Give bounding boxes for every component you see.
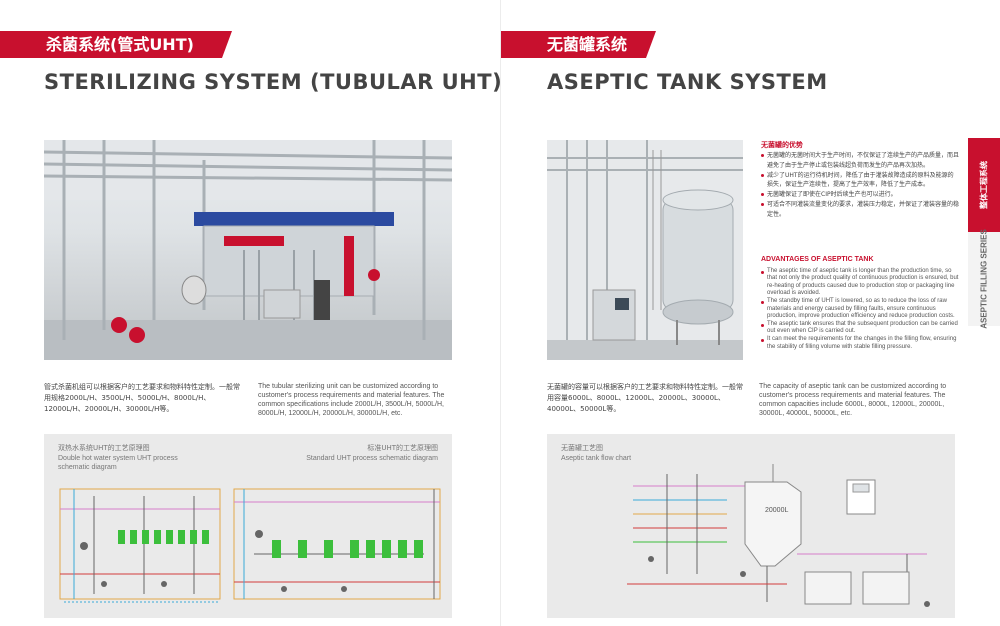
right-page: 无菌罐系统 ASEPTIC TANK SYSTEM 无	[500, 0, 1000, 626]
advantages-en-title: ADVANTAGES OF ASEPTIC TANK	[761, 256, 874, 263]
diagram1-title-zh: 双热水系统UHT的工艺原理图	[58, 444, 150, 452]
page-title-aseptic: ASEPTIC TANK SYSTEM	[547, 70, 828, 94]
advantages-en-list: The aseptic time of aseptic tank is long…	[761, 268, 959, 351]
tab-integrated-engineering[interactable]: 整体工程系统	[968, 138, 1000, 232]
left-page: 杀菌系统(管式UHT) STERILIZING SYSTEM (TUBULAR …	[0, 31, 500, 618]
tab-label-integrated-engineering: 整体工程系统	[979, 161, 989, 209]
list-item: The aseptic time of aseptic tank is long…	[761, 268, 959, 298]
list-item: 无菌罐的无菌时间大于生产时间，不仅保证了连续生产的产品质量，而且避免了由于生产停…	[761, 151, 959, 170]
diagram2-title-zh: 标准UHT的工艺原理图	[367, 444, 438, 452]
aseptic-desc-zh: 无菌罐的容量可以根据客户的工艺要求和物料特性定制。一般常用容量6000L、800…	[547, 383, 743, 413]
list-item: It can meet the requirements for the cha…	[761, 336, 959, 351]
list-item: The aseptic tank ensures that the subseq…	[761, 321, 959, 336]
uht-equipment-photo	[44, 140, 452, 360]
aseptic-schematic-box: 无菌罐工艺图 Aseptic tank flow chart 20000L	[547, 434, 955, 618]
list-item: 可适合不同灌装流量变化的要求，灌装压力稳定，并保证了灌装容量的稳定性。	[761, 200, 959, 219]
aseptic-tank-photo	[547, 140, 743, 360]
aseptic-diagram-title-zh: 无菌罐工艺图	[561, 444, 603, 452]
list-item: 减少了UHT的运行待机时间，降低了由于灌装故障造成的原料及能源的损失，保证生产连…	[761, 171, 959, 190]
section-tag-aseptic: 无菌罐系统	[501, 31, 656, 58]
diagram2-title-en: Standard UHT process schematic diagram	[306, 455, 438, 462]
tab-label-aseptic-filling-series: ASEPTIC FILLING SERIES	[979, 229, 989, 329]
aseptic-diagram-title-en: Aseptic tank flow chart	[561, 455, 632, 462]
tank-capacity-label: 20000L	[765, 507, 788, 514]
list-item: The standby time of UHT is lowered, so a…	[761, 298, 959, 320]
aseptic-tank-schematic: 20000L	[627, 464, 930, 607]
aseptic-desc-en: The capacity of aseptic tank can be cust…	[759, 383, 947, 417]
uht-schematic-box: 双热水系统UHT的工艺原理图 Double hot water system U…	[44, 434, 452, 618]
section-tag-sterilizing: 杀菌系统(管式UHT)	[0, 31, 232, 58]
advantages-zh-list: 无菌罐的无菌时间大于生产时间，不仅保证了连续生产的产品质量，而且避免了由于生产停…	[761, 151, 959, 220]
sterilizing-desc-zh: 管式杀菌机组可以根据客户的工艺要求和物料特性定制。一般常用规格2000L/H、3…	[44, 383, 240, 413]
uht-schematic-diagram	[59, 488, 441, 603]
page-title-sterilizing: STERILIZING SYSTEM (TUBULAR UHT)	[44, 70, 500, 94]
advantages-zh-title: 无菌罐的优势	[761, 141, 803, 149]
sterilizing-desc-en: The tubular sterilizing unit can be cust…	[258, 383, 445, 417]
diagram1-title-en: Double hot water system UHT process sche…	[58, 455, 178, 471]
tab-aseptic-filling-series[interactable]: ASEPTIC FILLING SERIES	[968, 229, 1000, 329]
list-item: 无菌罐保证了即使在CIP时后续生产也可以进行。	[761, 190, 959, 200]
